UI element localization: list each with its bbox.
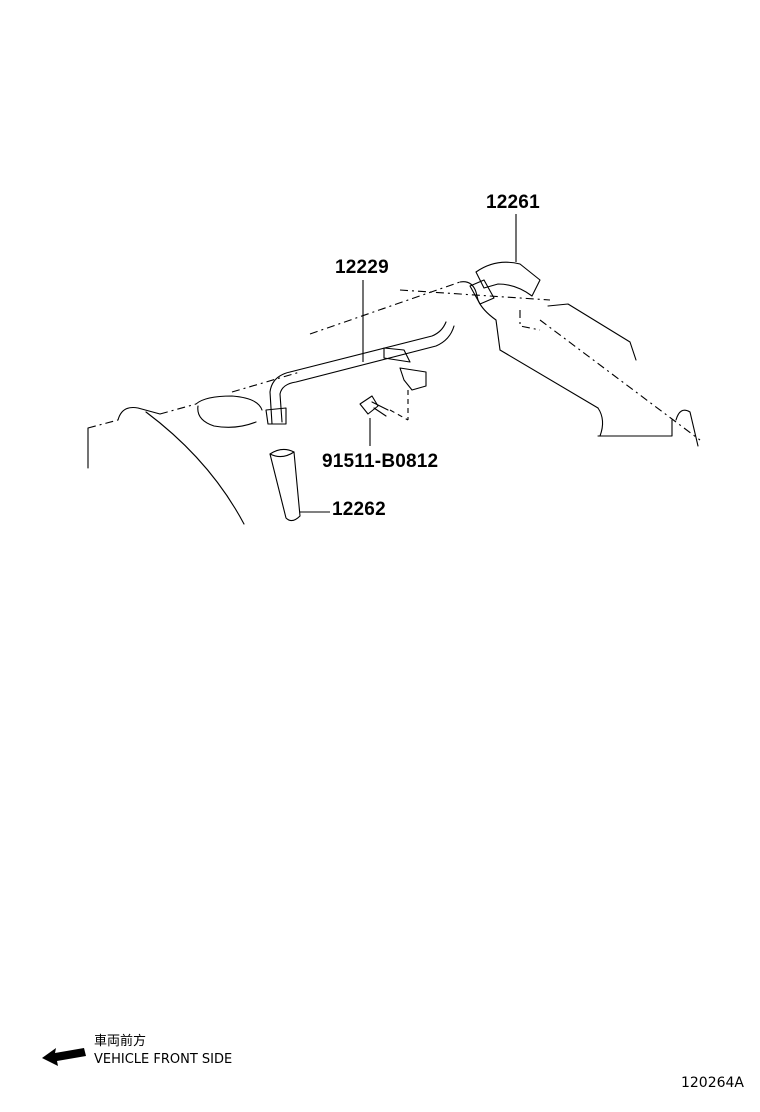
hose-12261 — [469, 261, 541, 305]
vehicle-front-label-jp: 車両前方 — [94, 1034, 147, 1049]
arrow-left-icon — [42, 1048, 86, 1066]
vehicle-front-label-en: VEHICLE FRONT SIDE — [94, 1052, 233, 1067]
hose-12262 — [269, 448, 301, 522]
bolt-91511-B0812 — [359, 395, 409, 421]
part-label-91511-B0812: 91511-B0812 — [322, 451, 438, 472]
part-label-12261: 12261 — [486, 192, 540, 213]
diagram-code: 120264A — [680, 1075, 744, 1091]
part-label-12262: 12262 — [332, 499, 386, 520]
part-label-12229: 12229 — [335, 257, 389, 278]
engine-outline — [87, 281, 701, 525]
pipe-12229 — [265, 321, 455, 425]
leader-lines — [300, 214, 517, 513]
